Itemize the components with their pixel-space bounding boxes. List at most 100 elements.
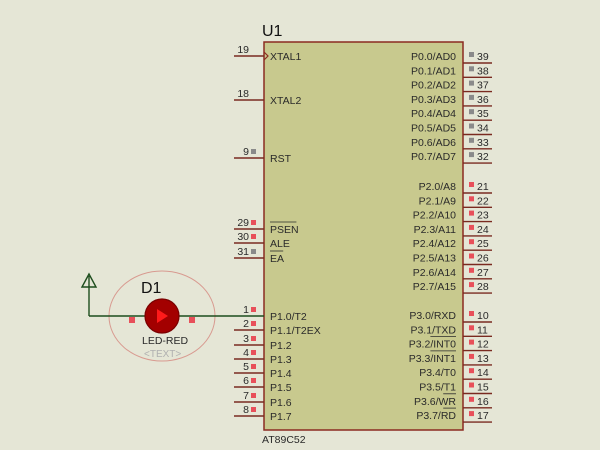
chip-pin-left-3[interactable]: 3P1.2: [234, 333, 292, 352]
pin-number: 11: [477, 324, 488, 336]
chip-body[interactable]: [263, 41, 464, 431]
pin-number: 24: [477, 224, 489, 236]
chip-pin-right-13[interactable]: 13 P3.3/INT1: [409, 350, 492, 366]
pin-number: 17: [477, 410, 489, 422]
pin-number: 19: [237, 44, 249, 56]
pin-marker: [469, 94, 474, 100]
pin-number: 15: [477, 382, 489, 394]
pin-marker: [469, 396, 474, 402]
pin-marker: [469, 353, 474, 359]
led-d1[interactable]: D1 LED-RED <TEXT>: [80, 270, 264, 362]
pin-marker: [469, 196, 474, 202]
power-arrow-icon[interactable]: [80, 272, 98, 288]
pin-marker: [251, 378, 256, 383]
pin-marker: [469, 382, 474, 388]
chip-pin-right-11[interactable]: 11 P3.1/TXD: [410, 324, 492, 337]
led-diode-icon: [157, 309, 168, 323]
pin-number: 39: [477, 51, 489, 63]
pin-marker: [251, 307, 256, 312]
pin-label: P1.6: [270, 397, 292, 409]
pin-marker: [469, 311, 474, 316]
pin-label: P1.2: [270, 340, 292, 352]
pin-marker: [251, 407, 256, 412]
pin-marker: [469, 52, 474, 57]
pin-number: 4: [243, 347, 249, 359]
pin-marker: [469, 368, 474, 374]
chip-pin-right-21[interactable]: 21 P2.0/A8: [419, 181, 492, 194]
pin-number: 5: [243, 361, 249, 373]
pin-marker: [251, 149, 256, 154]
pin-label: XTAL1: [270, 51, 301, 63]
pin-number: 9: [243, 146, 249, 158]
pin-label: P2.0/A8: [419, 181, 457, 193]
chip-pin-left-8[interactable]: 8P1.7: [234, 404, 292, 423]
pin-label: P2.3/A11: [414, 224, 457, 236]
pin-marker: [469, 210, 474, 216]
pin-marker: [469, 66, 474, 72]
pin-label: P3.6/WR: [414, 396, 456, 408]
chip-pin-left-5[interactable]: 5P1.4: [234, 361, 292, 380]
chip-u1[interactable]: U1 AT89C52 19XTAL118XTAL29RST29PSEN30ALE…: [234, 23, 492, 446]
pin-label: P2.1/A9: [419, 195, 457, 207]
pin-label: P1.3: [270, 354, 292, 366]
pin-marker: [469, 253, 474, 259]
right-pins: 39P0.0/AD038P0.1/AD137P0.2/AD236P0.3/AD3…: [409, 51, 492, 423]
pin-number: 14: [477, 367, 489, 379]
pin-marker: [469, 239, 474, 245]
chip-pin-left-2[interactable]: 2P1.1/T2EX: [234, 318, 321, 337]
pin-number: 10: [477, 310, 489, 322]
chip-pin-left-4[interactable]: 4P1.3: [234, 347, 292, 366]
chip-pin-right-24[interactable]: 24 P2.3/A11: [414, 224, 492, 237]
led-ref-label: D1: [141, 280, 162, 297]
pin-marker: [469, 137, 474, 143]
pin-number: 13: [477, 353, 489, 365]
pin-label: P1.5: [270, 382, 292, 394]
pin-label: PSEN: [270, 224, 299, 236]
pin-label: P2.5/A13: [413, 253, 456, 265]
chip-pin-left-1[interactable]: 1P1.0/T2: [243, 304, 307, 323]
pin-label: ALE: [270, 238, 290, 250]
pin-label: P2.7/A15: [413, 281, 456, 293]
pin-number: 21: [477, 181, 489, 193]
pin-label: P3.3/INT1: [409, 353, 456, 365]
pin-label: P0.5/AD5: [411, 123, 456, 135]
pin-number: 23: [477, 210, 489, 222]
pin-number: 6: [243, 375, 249, 387]
led-pin-marker-left: [129, 317, 135, 323]
pin-label: P3.1/TXD: [410, 324, 456, 336]
led-pin-marker-right: [189, 317, 195, 323]
chip-pin-left-6[interactable]: 6P1.5: [234, 375, 292, 394]
clock-icon: [263, 51, 269, 61]
pin-marker: [251, 321, 256, 326]
chip-pin-left-7[interactable]: 7P1.6: [234, 390, 292, 409]
pin-label: P1.7: [270, 411, 292, 423]
